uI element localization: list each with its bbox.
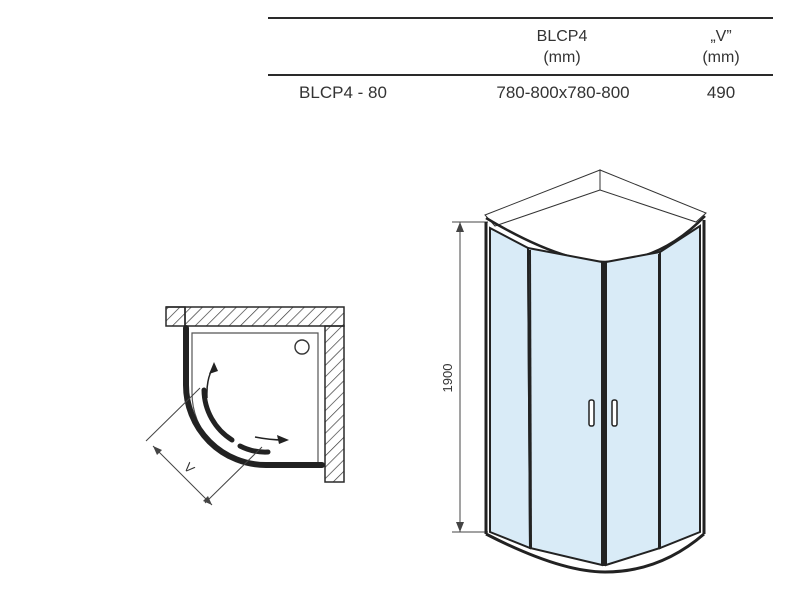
drain-icon: [294, 339, 310, 355]
inner-door: [201, 387, 235, 443]
row-size: 780-800x780-800: [496, 83, 630, 102]
spec-table: BLCP4 (mm) „V” (mm) BLCP4 - 80 780-800x7…: [268, 17, 773, 107]
v-dimension-line: [152, 445, 213, 506]
header-v-unit: (mm): [702, 49, 740, 66]
row-v-value: 490: [706, 83, 736, 102]
v-extension-2: [204, 446, 263, 504]
table-header-rule: [268, 74, 773, 76]
v-dimension-label: V: [181, 460, 198, 477]
door-handle-right-icon: [611, 399, 618, 427]
top-wall-left: [484, 169, 601, 227]
glass-right-fixed: [659, 224, 701, 550]
door-curve: [183, 325, 325, 468]
bottom-curve: [485, 532, 705, 574]
wall-left-stub: [165, 306, 186, 327]
door-handle-left-icon: [588, 399, 595, 427]
height-arrow-top: [456, 222, 464, 232]
header-model: BLCP4: [536, 28, 588, 45]
glass-left-fixed: [489, 226, 532, 550]
open-arrow-right-head: [277, 435, 289, 444]
height-arrow-bottom: [456, 522, 464, 532]
top-curve: [485, 215, 706, 264]
table-top-rule: [268, 17, 773, 19]
v-dimension-arrow-1: [153, 446, 162, 455]
glass-left-door: [526, 246, 603, 567]
door-edge-left: [529, 249, 532, 549]
elevation-view: [452, 169, 707, 574]
v-extension-1: [145, 387, 201, 442]
top-wall-right: [599, 169, 707, 223]
row-model-name: BLCP4 - 80: [299, 83, 387, 102]
wall-right: [324, 325, 345, 483]
height-dimension-label: 1900: [440, 364, 455, 393]
header-model-unit: (mm): [543, 49, 581, 66]
wall-top: [166, 306, 345, 327]
inner-door-2: [237, 443, 271, 455]
plan-view: [145, 306, 345, 506]
header-v: „V”: [710, 28, 732, 45]
v-dimension-arrow-2: [203, 496, 212, 505]
open-arrow-left-head: [209, 362, 218, 374]
